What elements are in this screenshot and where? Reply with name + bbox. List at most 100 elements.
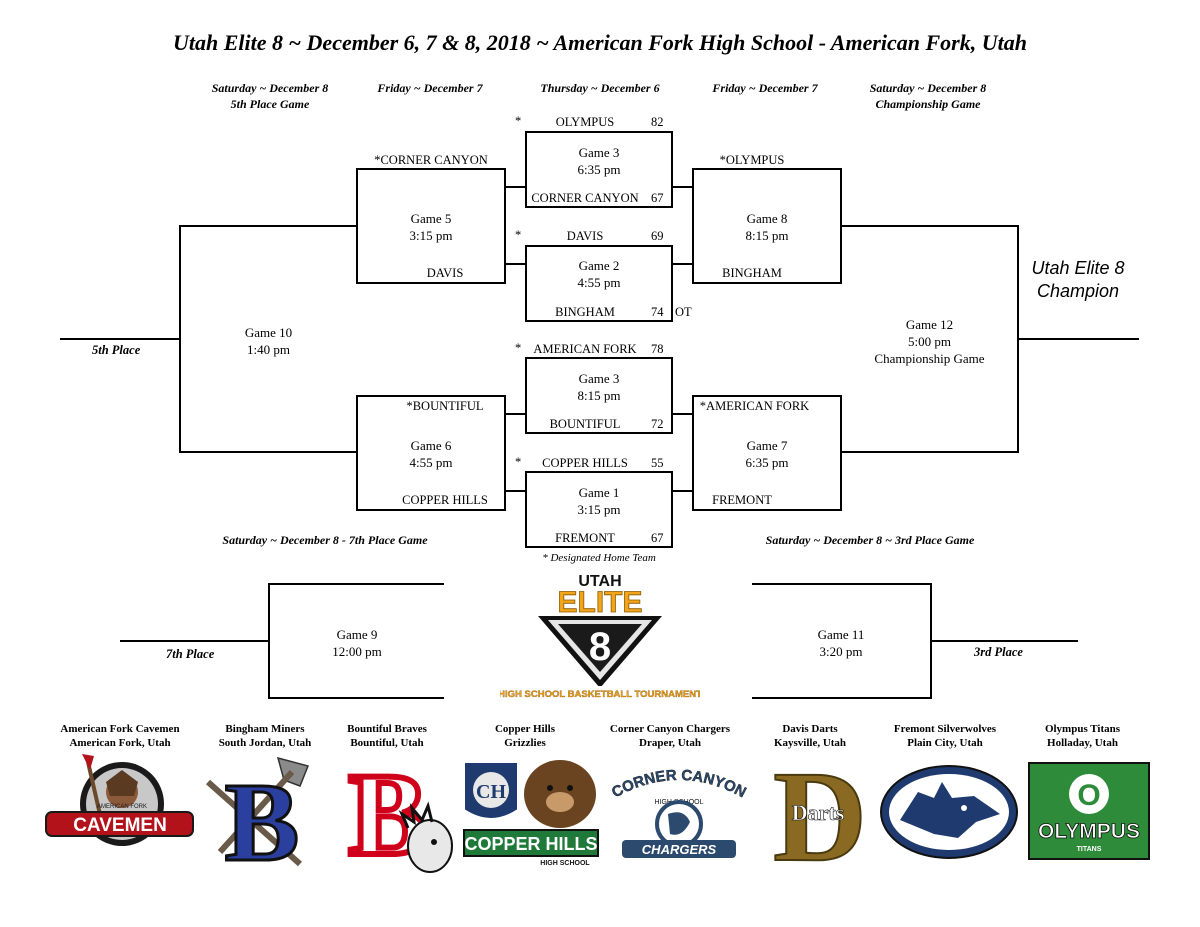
g8-bottom-team: BINGHAM: [722, 266, 782, 280]
g11-label: Game 11: [817, 627, 865, 642]
home-star: *: [515, 341, 522, 355]
g12-champ-label: Championship Game: [874, 351, 985, 366]
logo-elite-text: ELITE: [557, 586, 642, 619]
school-city: South Jordan, Utah: [218, 737, 312, 749]
header-3rd-place: Saturday ~ December 8 ~ 3rd Place Game: [765, 533, 975, 547]
qf-top-score: 69: [651, 229, 664, 243]
qf-bottom-team: FREMONT: [555, 531, 615, 545]
header-5th-label: 5th Place Game: [230, 97, 310, 111]
copper-hills-logo-text: COPPER HILLS: [464, 834, 597, 854]
qf-bottom-score: 67: [651, 531, 664, 545]
seventh-place-label: 7th Place: [166, 647, 215, 661]
logo-ribbon-text: HIGH SCHOOL BASKETBALL TOURNAMENT: [500, 689, 700, 700]
school-city: Draper, Utah: [639, 737, 701, 749]
school-name: Fremont Silverwolves: [893, 723, 997, 735]
school-bountiful: Bountiful Braves Bountiful, Utah: [322, 722, 452, 750]
school-city: Holladay, Utah: [1047, 737, 1118, 749]
qf-bottom-team: CORNER CANYON: [531, 191, 639, 205]
qf-game-info: Game 1 3:15 pm: [525, 484, 673, 518]
logo-utah-text: UTAH: [578, 573, 621, 590]
school-name: Corner Canyon Chargers: [609, 723, 731, 735]
school-corner-canyon: Corner Canyon Chargers Draper, Utah: [595, 722, 745, 750]
olympus-logo-small: TITANS: [1077, 846, 1102, 853]
header-champ-date: Saturday ~ December 8: [869, 81, 987, 95]
game9-info: Game 9 12:00 pm: [270, 626, 444, 660]
school-copper-hills: Copper Hills Grizzlies: [470, 722, 580, 750]
g10-time: 1:40 pm: [247, 342, 290, 357]
header-championship: Saturday ~ December 8 Championship Game: [848, 80, 1008, 112]
copper-hills-logo-small: HIGH SCHOOL: [540, 860, 590, 867]
corner-canyon-logo: CORNER CANYON HIGH SCHOOL CHARGERS: [598, 762, 760, 862]
g6-label: Game 6: [410, 438, 452, 453]
qf-game-time: 8:15 pm: [577, 388, 621, 403]
g11-time: 3:20 pm: [819, 644, 863, 659]
bingham-logo: B: [200, 752, 320, 887]
header-7th-place: Saturday ~ December 8 - 7th Place Game: [222, 533, 428, 547]
champion-line1: Utah Elite 8: [1031, 258, 1125, 278]
home-team-note: * Designated Home Team: [542, 552, 656, 564]
olympus-logo: O OLYMPUS TITANS: [1028, 762, 1150, 860]
davis-logo: D Darts: [768, 744, 868, 890]
page-title: Utah Elite 8 ~ December 6, 7 & 8, 2018 ~…: [173, 30, 1027, 55]
g8-label: Game 8: [746, 211, 788, 226]
school-name: Olympus Titans: [1044, 723, 1121, 735]
g8-info: Game 8 8:15 pm: [692, 210, 842, 244]
home-star: *: [515, 114, 522, 128]
game12-info: Game 12 5:00 pm Championship Game: [842, 316, 1017, 367]
qf-game-time: 6:35 pm: [577, 162, 621, 177]
g7-bottom-team: FREMONT: [712, 493, 772, 507]
logo-eight-text: 8: [589, 625, 611, 669]
header-5th-date: Saturday ~ December 8: [211, 81, 329, 95]
qf-bottom-score: 72: [651, 417, 664, 431]
g5-bottom-team: DAVIS: [426, 266, 464, 280]
g9-time: 12:00 pm: [332, 644, 382, 659]
game10-info: Game 10 1:40 pm: [181, 324, 356, 358]
olympus-logo-mark: O: [1077, 779, 1100, 812]
qf-bottom-score: 67: [651, 191, 664, 205]
school-city: Bountiful, Utah: [350, 737, 424, 749]
corner-canyon-logo-text: CORNER CANYON: [609, 767, 749, 802]
champion-label: Utah Elite 8 Champion: [1019, 257, 1137, 303]
school-davis: Davis Darts Kaysville, Utah: [755, 722, 865, 750]
copper-hills-logo: CH COPPER HILLS HIGH SCHOOL: [460, 758, 600, 868]
school-city: Kaysville, Utah: [773, 737, 847, 749]
champion-line2: Champion: [1036, 281, 1120, 301]
g12-label: Game 12: [905, 317, 954, 332]
cavemen-logo-text: CAVEMEN: [73, 815, 167, 836]
home-star: *: [515, 455, 522, 469]
g5-time: 3:15 pm: [409, 228, 453, 243]
home-star: *: [515, 228, 522, 242]
qf-top-team: COPPER HILLS: [542, 456, 628, 470]
g7-time: 6:35 pm: [745, 455, 789, 470]
qf-game-time: 4:55 pm: [577, 275, 621, 290]
qf-game-time: 3:15 pm: [577, 502, 621, 517]
school-city: Grizzlies: [504, 737, 546, 749]
qf-game-info: Game 2 4:55 pm: [525, 257, 673, 291]
qf-top-team: DAVIS: [566, 229, 604, 243]
svg-text:CORNER CANYON: CORNER CANYON: [609, 767, 749, 801]
copper-hills-mark: CH: [476, 781, 506, 803]
overtime-note: OT: [675, 305, 692, 319]
qf-bottom-team: BINGHAM: [555, 305, 615, 319]
header-5th-place: Saturday ~ December 8 5th Place Game: [190, 80, 350, 112]
qf-game-label: Game 2: [578, 258, 620, 273]
bingham-logo-letter: B: [225, 761, 300, 877]
third-place-label: 3rd Place: [974, 645, 1023, 659]
g8-top-team: *OLYMPUS: [719, 153, 785, 167]
qf-game-info: Game 3 6:35 pm: [525, 144, 673, 178]
g9-label: Game 9: [336, 627, 378, 642]
g5-top-team: *CORNER CANYON: [374, 153, 488, 167]
school-bingham: Bingham Miners South Jordan, Utah: [195, 722, 335, 750]
g5-info: Game 5 3:15 pm: [356, 210, 506, 244]
school-name: American Fork Cavemen: [60, 723, 180, 735]
qf-bottom-team: BOUNTIFUL: [549, 417, 621, 431]
header-thursday: Thursday ~ December 6: [540, 81, 660, 95]
g5-label: Game 5: [410, 211, 452, 226]
qf-game-info: Game 3 8:15 pm: [525, 370, 673, 404]
school-city: American Fork, Utah: [69, 737, 171, 749]
school-fremont: Fremont Silverwolves Plain City, Utah: [875, 722, 1015, 750]
davis-logo-letter: D: [773, 752, 867, 868]
utah-elite-8-logo: UTAH ELITE 8 HIGH SCHOOL BASKETBALL TOUR…: [498, 568, 702, 708]
g6-top-team: *BOUNTIFUL: [406, 399, 484, 413]
qf-top-team: OLYMPUS: [555, 115, 615, 129]
